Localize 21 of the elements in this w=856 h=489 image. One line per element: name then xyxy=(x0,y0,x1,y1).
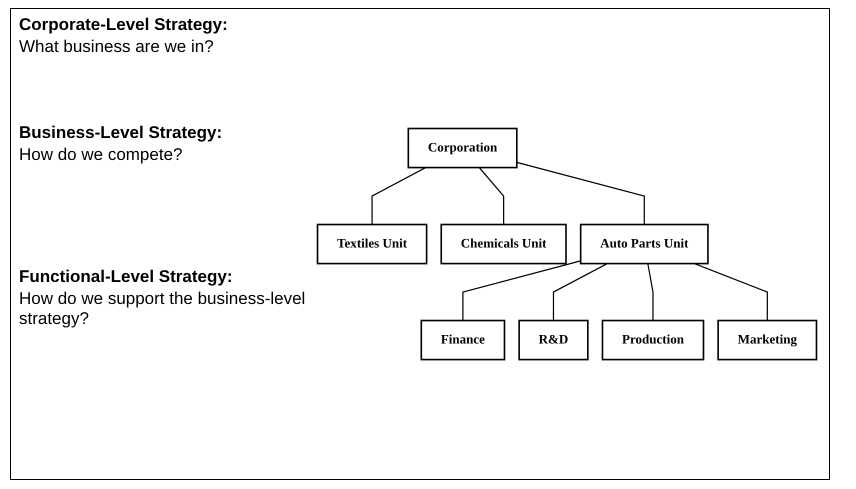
connector xyxy=(462,260,581,320)
connector xyxy=(478,167,504,224)
node-box: Auto Parts Unit xyxy=(580,224,709,264)
level-question: What business are we in? xyxy=(19,37,215,57)
connector xyxy=(647,263,654,320)
node-box: Finance xyxy=(420,320,506,360)
node-box: R&D xyxy=(518,320,589,360)
node-box: Textiles Unit xyxy=(316,224,428,264)
connector xyxy=(516,162,645,224)
level-question: How do we compete? xyxy=(19,145,184,165)
level-heading: Business-Level Strategy: xyxy=(19,123,224,143)
node-box: Chemicals Unit xyxy=(440,224,567,264)
level-heading: Functional-Level Strategy: xyxy=(19,267,234,287)
connector xyxy=(371,166,426,224)
node-box: Corporation xyxy=(408,128,518,168)
connector xyxy=(552,263,608,320)
level-heading: Corporate-Level Strategy: xyxy=(19,15,229,35)
node-box: Production xyxy=(602,320,704,360)
level-question: How do we support the business-level strategy? xyxy=(19,289,306,329)
connector xyxy=(694,262,768,320)
node-box: Marketing xyxy=(717,320,818,360)
